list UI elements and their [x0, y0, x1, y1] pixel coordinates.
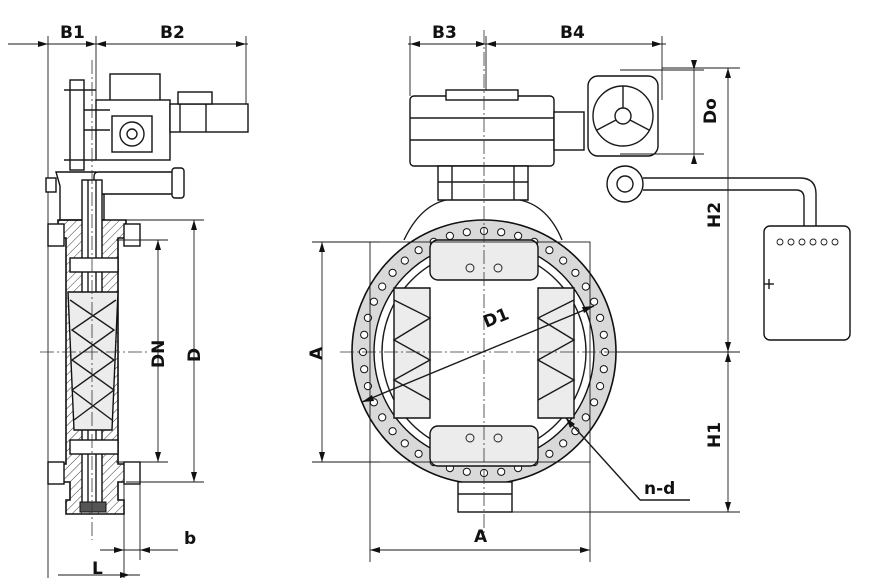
flange-bottom-right	[123, 461, 141, 485]
nd-leader-line	[565, 417, 641, 501]
indicator-lights	[776, 238, 839, 246]
shaft-collar-bottom	[69, 439, 119, 455]
bolt-hole	[400, 256, 409, 265]
bolt-hole	[369, 297, 378, 306]
bolt-hole	[559, 256, 568, 265]
bolt-hole	[462, 467, 471, 476]
bolt-hole	[559, 439, 568, 448]
bolt-hole	[599, 330, 608, 339]
label-nd: n-d	[644, 479, 675, 499]
flange-square-outline	[369, 241, 591, 463]
bolt-hole	[400, 439, 409, 448]
bolt-hole	[497, 467, 506, 476]
bolt-hole	[462, 228, 471, 237]
d1-diameter-line	[361, 305, 595, 403]
label-l: L	[92, 559, 103, 578]
label-a-bottom: A	[474, 527, 488, 547]
front-neck	[437, 165, 529, 201]
flange-top-left	[47, 223, 65, 247]
bolt-hole	[445, 231, 454, 240]
side-view	[8, 36, 249, 578]
front-actuator-box	[409, 95, 555, 167]
label-h1: H1	[705, 422, 725, 448]
flange-top-right	[123, 223, 141, 247]
label-b3: B3	[432, 23, 457, 43]
bolt-hole	[378, 413, 387, 422]
bolt-hole	[360, 330, 369, 339]
flange-bottom-left	[47, 461, 65, 485]
handwheel-housing	[587, 75, 659, 157]
shaft-collar-top	[69, 257, 119, 273]
label-dn: DN	[149, 340, 169, 368]
control-box	[763, 225, 851, 341]
front-view	[312, 30, 851, 562]
bolt-hole	[590, 297, 599, 306]
bolt-hole	[581, 282, 590, 291]
bolt-hole	[545, 246, 554, 255]
gear-coupling	[553, 111, 585, 151]
label-b2: B2	[160, 23, 185, 43]
bolt-hole	[590, 398, 599, 407]
bolt-hole	[360, 365, 369, 374]
bolt-hole	[388, 427, 397, 436]
label-b4: B4	[560, 23, 585, 43]
label-d: D	[185, 348, 205, 362]
valve-disc	[67, 291, 119, 431]
disc-left-hub	[393, 287, 431, 419]
bolt-hole	[388, 268, 397, 277]
bolt-hole	[599, 365, 608, 374]
bolt-hole	[497, 228, 506, 237]
label-b1: B1	[60, 23, 85, 43]
bolt-hole	[414, 449, 423, 458]
bolt-hole	[414, 246, 423, 255]
bolt-hole	[596, 382, 605, 391]
actuator-top-box	[109, 73, 161, 103]
bolt-hole	[514, 231, 523, 240]
bolt-hole	[571, 268, 580, 277]
bolt-hole	[596, 313, 605, 322]
bolt-hole	[545, 449, 554, 458]
label-a-left: A	[307, 346, 327, 360]
label-b: b	[184, 529, 196, 549]
actuator-handle	[177, 91, 213, 105]
disc-right-hub	[537, 287, 575, 419]
label-do: Do	[701, 98, 721, 124]
handwheel-side	[69, 79, 85, 171]
bolt-hole	[581, 413, 590, 422]
bolt-hole	[378, 282, 387, 291]
actuator-motor	[169, 103, 249, 133]
limit-switch-fitting	[606, 165, 644, 203]
bottom-boss	[457, 481, 513, 513]
label-h2: H2	[705, 202, 725, 228]
bypass-pipe	[93, 171, 181, 195]
